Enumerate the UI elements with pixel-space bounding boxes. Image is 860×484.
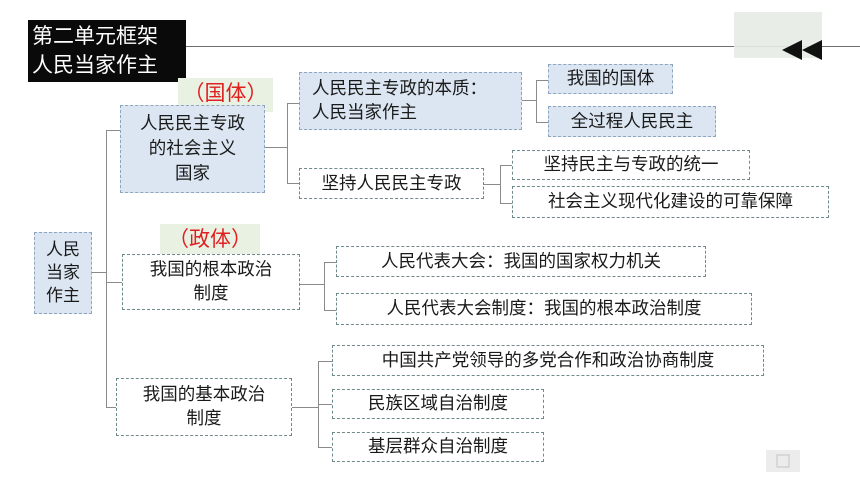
branch3-child-2: 民族区域自治制度: [332, 389, 544, 419]
branch3-child3-link: [318, 447, 332, 448]
guoti-link: [536, 80, 548, 81]
adhere-child-1: 坚持民主与专政的统一: [512, 150, 750, 180]
header-rule: [186, 46, 860, 47]
quanguocheng-link: [536, 122, 548, 123]
branch3-child-1: 中国共产党领导的多党合作和政治协商制度: [332, 345, 764, 376]
branch2-node: 我国的根本政治 制度: [122, 254, 300, 310]
branch3-child2-link: [318, 404, 332, 405]
title-line-1: 第二单元框架: [32, 24, 158, 48]
slide-corner-button[interactable]: [766, 450, 800, 472]
adhere-child2-link: [500, 203, 512, 204]
branch2-child-1: 人民代表大会：我国的国家权力机关: [336, 246, 706, 277]
branch3-child-3: 基层群众自治制度: [332, 432, 544, 462]
branch1-line-3: 国家: [175, 163, 210, 184]
essence-link: [287, 103, 299, 104]
branch3-line-1: 我国的基本政治: [142, 385, 266, 405]
branch1-line-1: 人民民主专政: [140, 113, 245, 134]
essence-line-1: 人民民主专政的本质：: [312, 79, 487, 99]
adhere-node: 坚持人民民主专政: [299, 168, 484, 199]
branch2-line-2: 制度: [193, 284, 229, 304]
branch3-out: [292, 407, 318, 408]
branch2-child2-link: [324, 310, 336, 311]
quanguocheng-node: 全过程人民民主: [548, 106, 716, 137]
branch3-node: 我国的基本政治 制度: [116, 378, 292, 436]
title-line-2: 人民当家作主: [32, 53, 158, 77]
adhere-out: [484, 184, 500, 185]
adhere-link: [287, 183, 299, 184]
branch3-child1-link: [318, 361, 332, 362]
back-button[interactable]: [780, 38, 828, 62]
branch1-link: [106, 130, 120, 131]
root-node: 人民 当家 作主: [34, 232, 92, 314]
adhere-child1-link: [500, 165, 512, 166]
essence-out: [522, 100, 536, 101]
page-title: 第二单元框架 人民当家作主: [28, 20, 186, 82]
adhere-child-2: 社会主义现代化建设的可靠保障: [512, 186, 829, 218]
branch2-child1-link: [324, 262, 336, 263]
branch2-link: [106, 282, 122, 283]
branch1-node: 人民民主专政 的社会主义 国家: [120, 105, 265, 193]
branch3-link: [106, 407, 116, 408]
branch1-line-2: 的社会主义: [148, 138, 237, 159]
branch2-out: [300, 284, 324, 285]
root-line-2: 当家: [46, 262, 80, 283]
branch2-child-2: 人民代表大会制度：我国的根本政治制度: [336, 293, 752, 325]
double-left-triangle-icon: [782, 40, 822, 60]
essence-node: 人民民主专政的本质： 人民当家作主: [299, 72, 522, 130]
guoti-node: 我国的国体: [548, 64, 673, 94]
branch3-line-2: 制度: [186, 409, 222, 429]
zhengti-tag: （政体）: [160, 224, 260, 257]
root-link: [92, 272, 106, 273]
adhere-trunk: [500, 165, 501, 203]
page-icon: [776, 454, 790, 468]
root-line-1: 人民: [46, 239, 80, 260]
root-line-3: 作主: [46, 285, 80, 306]
branch1-out: [265, 147, 287, 148]
branch1-trunk: [287, 103, 288, 183]
root-trunk: [106, 130, 107, 408]
branch2-line-1: 我国的根本政治: [149, 260, 273, 280]
essence-line-2: 人民当家作主: [312, 103, 417, 123]
essence-trunk: [536, 80, 537, 122]
branch2-trunk: [324, 262, 325, 310]
